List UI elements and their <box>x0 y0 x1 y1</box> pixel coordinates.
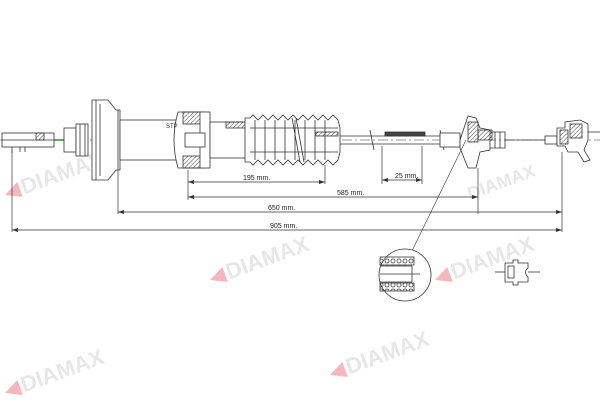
cable-sheath <box>340 129 465 151</box>
dim-905: 905 mm. <box>270 223 297 230</box>
svg-text:DIAMAX: DIAMAX <box>17 344 107 397</box>
watermark-group: DIAMAX DIAMAX DIAMAX DIAMAX DIAMAX DIAMA… <box>5 121 538 397</box>
dim-195: 195 mm. <box>243 175 270 182</box>
firewall-grommet <box>459 115 506 169</box>
dim-585: 585 mm. <box>337 190 364 197</box>
adjuster-housing <box>63 99 121 181</box>
left-end-fitting <box>1 132 55 153</box>
detail-view-circle <box>378 248 432 302</box>
dimension-lines <box>11 146 563 232</box>
dim-650: 650 mm. <box>268 205 295 212</box>
svg-text:DIAMAX: DIAMAX <box>342 326 432 379</box>
right-end-fitting <box>544 119 600 163</box>
svg-text:STP: STP <box>166 124 178 130</box>
detail-leader-line <box>409 139 467 256</box>
dim-25: 25 mm. <box>395 173 418 180</box>
clip-side-view <box>495 259 540 286</box>
clip-block: STP <box>166 111 211 169</box>
rubber-bellows <box>244 114 341 166</box>
svg-text:DIAMAX: DIAMAX <box>222 231 312 284</box>
